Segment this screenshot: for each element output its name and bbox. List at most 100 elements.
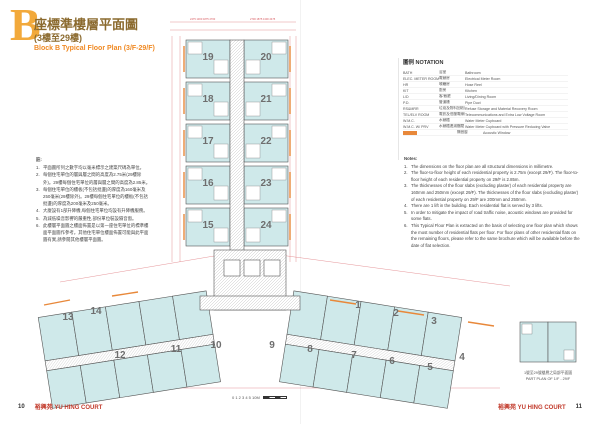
legend-row: BATH 浴室 Bathroom bbox=[403, 70, 568, 76]
unit-number: 5 bbox=[427, 362, 433, 373]
page-number-right: 11 bbox=[575, 403, 582, 410]
unit-number: 23 bbox=[260, 178, 272, 189]
unit-number: 4 bbox=[459, 352, 465, 363]
legend-zh: 客/飯廳 bbox=[439, 94, 451, 98]
footer-left: 10 裕興苑 YU HING COURT bbox=[18, 402, 103, 412]
note-en-text: The thicknesses of the floor slabs (excl… bbox=[411, 183, 579, 202]
unit-number: 22 bbox=[260, 136, 272, 147]
note-en-text: The floor-to-floor height of each reside… bbox=[411, 170, 579, 182]
note-en-number: 6. bbox=[404, 222, 408, 228]
notes-english-list: 1.The dimensions on the floor plan are a… bbox=[404, 164, 582, 250]
note-en-text: There are 1 lift in the building. Each r… bbox=[411, 203, 543, 209]
page-title-zh: 座標準樓層平面圖 bbox=[34, 17, 139, 32]
legend-en: Living/Dining Room bbox=[465, 94, 497, 99]
notes-chinese-heading: 註: bbox=[36, 157, 42, 162]
legend-title: 圖例 NOTATION bbox=[403, 60, 444, 66]
note-en-number: 1. bbox=[404, 163, 408, 169]
notes-english: Notes: 1.The dimensions on the floor pla… bbox=[404, 156, 582, 249]
note-en-number: 5. bbox=[404, 209, 408, 215]
note-zh-item: 6.此樓層平面圖之樓面佈置是以第一座住宅單位的標準樓面平面圖作參考。其他住宅單位… bbox=[36, 222, 151, 244]
unit-number: 12 bbox=[114, 350, 126, 361]
unit-number: 7 bbox=[351, 350, 357, 361]
svg-text:2475 1300 1875 2700: 2475 1300 1875 2700 bbox=[190, 17, 216, 21]
note-zh-text: 大廈設有1部升降機,每個住宅單位均設有升降機服務。 bbox=[43, 208, 148, 214]
unit-number: 18 bbox=[202, 94, 214, 105]
legend-abbr: HR bbox=[403, 82, 409, 87]
legend-zh: 喉轆房 bbox=[439, 82, 450, 86]
unit-number: 1 bbox=[355, 300, 361, 311]
unit-number: 24 bbox=[260, 220, 272, 231]
legend-zh: 管道槽 bbox=[439, 100, 450, 104]
unit-number: 16 bbox=[202, 178, 214, 189]
legend-en: Telecommunications and Extra Low Voltage… bbox=[465, 112, 546, 117]
legend-abbr: L/D bbox=[403, 94, 409, 99]
legend-zh: 垃圾及物料回收房 bbox=[439, 106, 465, 110]
legend-row: L/D 客/飯廳 Living/Dining Room bbox=[403, 94, 568, 100]
note-zh-number: 6. bbox=[36, 222, 40, 228]
legend-zh: 浴室 bbox=[439, 70, 447, 74]
unit-number: 2 bbox=[393, 308, 399, 319]
note-zh-number: 2. bbox=[36, 172, 40, 178]
legend-swatch bbox=[403, 130, 417, 135]
note-en-item: 1.The dimensions on the floor plan are a… bbox=[404, 164, 582, 171]
legend-abbr: W.M.C. W/ PRV bbox=[403, 124, 429, 129]
unit-number: 3 bbox=[431, 316, 437, 327]
unit-number: 8 bbox=[307, 344, 313, 355]
note-en-item: 3.The thicknesses of the floor slabs (ex… bbox=[404, 183, 582, 203]
note-zh-item: 2.每個住宅單位的層與層之間的高度為2.75米(29樓除外)。29樓每個住宅單位… bbox=[36, 171, 151, 185]
legend-abbr: BATH bbox=[403, 70, 413, 75]
legend-abbr: KIT bbox=[403, 88, 409, 93]
scale-label: 0 1 2 3 4 5 10M bbox=[232, 395, 260, 400]
unit-number: 13 bbox=[62, 312, 74, 323]
note-zh-item: 1.平面圖所列之數字均以毫米標示之建築尺碼為單位。 bbox=[36, 164, 151, 171]
note-en-text: In order to mitigate the impact of road … bbox=[411, 209, 573, 222]
legend-zh: 廚房 bbox=[439, 88, 447, 92]
legend-zh: 電錶房 bbox=[439, 76, 450, 80]
unit-number: 10 bbox=[210, 340, 222, 351]
page-title-en: Block B Typical Floor Plan (3/F-29/F) bbox=[34, 45, 155, 52]
note-en-text: The dimensions on the floor plan are all… bbox=[411, 163, 554, 169]
unit-number: 17 bbox=[202, 136, 214, 147]
svg-text:2700 1875 1300 2475: 2700 1875 1300 2475 bbox=[250, 17, 276, 21]
legend-abbr: P.D. bbox=[403, 100, 410, 105]
legend-en: Water Meter Cupboard with Pressure Reduc… bbox=[465, 124, 551, 129]
unit-number: 11 bbox=[170, 344, 182, 355]
page-divider bbox=[300, 0, 301, 424]
note-zh-text: 此樓層平面圖之樓面佈置是以第一座住宅單位的標準樓面平面圖作參考。其他住宅單位樓面… bbox=[43, 222, 149, 243]
note-en-number: 4. bbox=[404, 203, 408, 209]
court-name-left: 裕興苑 YU HING COURT bbox=[34, 405, 103, 411]
part-plan-label: 1號至29號樓層之局部平面圖 PART PLAN OF 1/F - 29/F bbox=[514, 371, 582, 382]
legend-zh: 水錶櫃連減壓閥 bbox=[439, 124, 465, 128]
legend-abbr: W.M.C. bbox=[403, 118, 415, 123]
legend-abbr: RS&MRR bbox=[403, 106, 419, 111]
notes-chinese: 註: 1.平面圖所列之數字均以毫米標示之建築尺碼為單位。2.每個住宅單位的層與層… bbox=[36, 156, 151, 243]
legend-zh: 隔音窗 bbox=[457, 130, 468, 134]
note-zh-item: 4.大廈設有1部升降機,每個住宅單位均設有升降機服務。 bbox=[36, 207, 151, 214]
note-zh-number: 3. bbox=[36, 186, 40, 192]
legend-row: HR 喉轆房 Hose Reel bbox=[403, 82, 568, 88]
unit-number: 9 bbox=[269, 340, 275, 351]
legend-en: Hose Reel bbox=[465, 82, 482, 87]
legend-en: Water Meter Cupboard bbox=[465, 118, 502, 123]
legend-en: Bathroom bbox=[465, 70, 481, 75]
note-en-item: 5.In order to mitigate the impact of roa… bbox=[404, 210, 582, 223]
notes-chinese-list: 1.平面圖所列之數字均以毫米標示之建築尺碼為單位。2.每個住宅單位的層與層之間的… bbox=[36, 164, 151, 243]
legend-abbr: ELEC. METER ROOM bbox=[403, 76, 439, 81]
svg-text:2700 3900 1875 2700 1875: 2700 3900 1875 2700 1875 bbox=[330, 383, 362, 387]
notes-english-heading: Notes: bbox=[404, 156, 418, 161]
note-en-item: 2.The floor-to-floor height of each resi… bbox=[404, 170, 582, 183]
unit-number: 19 bbox=[202, 52, 214, 63]
note-zh-item: 3.每個住宅單位的樓板(不包括批盪)的厚度為160毫米及250毫米(29樓除外)… bbox=[36, 186, 151, 208]
note-en-item: 6.This Typical Floor Plan is extracted o… bbox=[404, 223, 582, 249]
part-plan-label-en: PART PLAN OF 1/F - 29/F bbox=[525, 376, 571, 381]
note-zh-text: 每個住宅單位的層與層之間的高度為2.75米(29樓除外)。29樓每個住宅單位的層… bbox=[43, 172, 151, 185]
note-zh-number: 5. bbox=[36, 215, 40, 221]
